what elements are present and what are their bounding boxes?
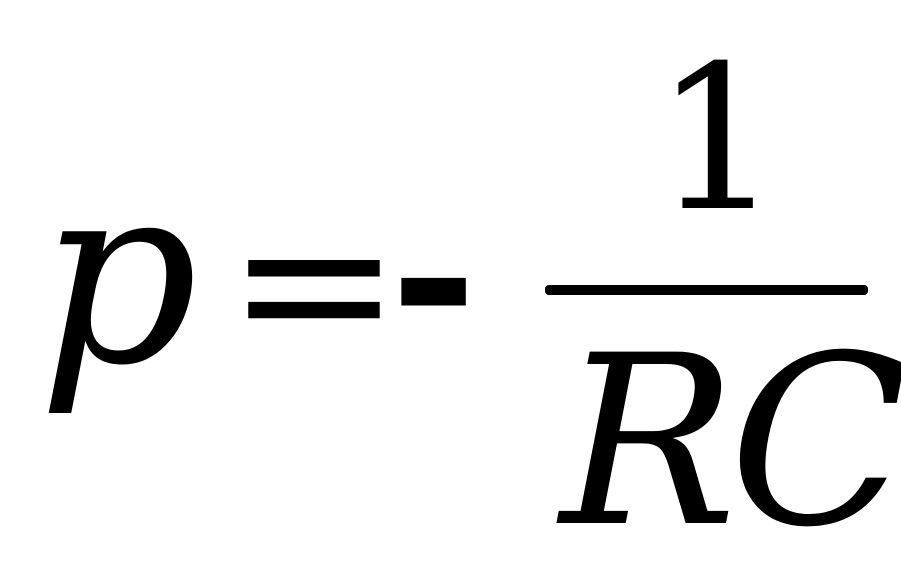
fraction-denominator: RC [560, 306, 901, 579]
math-formula: p = - 1 RC [38, 23, 901, 561]
fraction-numerator: 1 [654, 23, 782, 256]
minus-sign: - [390, 151, 478, 398]
fraction-bar [545, 285, 868, 295]
formula-lhs-variable: p [38, 129, 199, 420]
equals-sign: = [226, 160, 402, 405]
